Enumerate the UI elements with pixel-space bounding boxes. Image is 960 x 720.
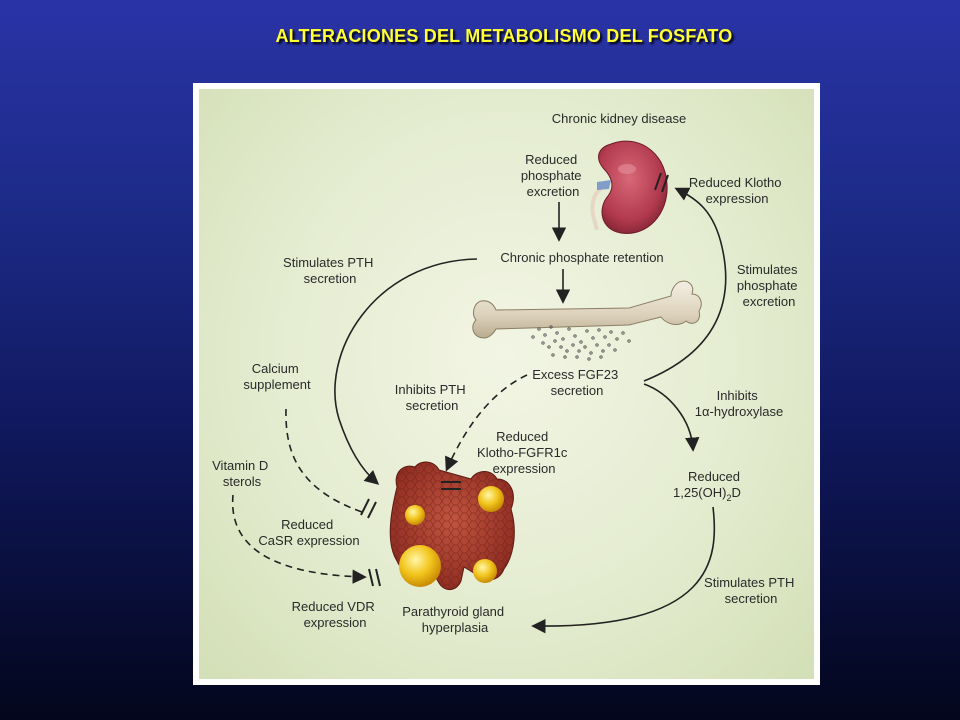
- label-inhibits-pth-secretion: Inhibits PTH secretion: [395, 382, 469, 413]
- arrow-stimulates-pth-left: [334, 258, 478, 485]
- label-reduced-klotho-expression: Reduced Klotho expression: [689, 175, 785, 206]
- slide-title: ALTERACIONES DEL METABOLISMO DEL FOSFATO: [275, 26, 733, 46]
- arrows: [231, 187, 727, 634]
- bone-resorption-speckles: [531, 325, 631, 361]
- label-excess-fgf23-secretion: Excess FGF23 secretion: [532, 367, 622, 398]
- block-mark-casr: [360, 498, 370, 516]
- label-stimulates-pth-secretion-right: Stimulates PTH secretion: [704, 575, 798, 606]
- bone-illustration: [472, 280, 702, 361]
- diagram-panel: Chronic kidney disease Reduced phosphate…: [199, 89, 814, 679]
- label-stimulates-phosphate-excretion: Stimulates phosphate excretion: [737, 262, 801, 309]
- label-125oh2d-formula: 1,25(OH)2D: [673, 485, 741, 503]
- label-stimulates-pth-secretion-left: Stimulates PTH secretion: [283, 255, 377, 286]
- block-mark-vdr: [368, 568, 374, 587]
- arrow-calcium-dashed: [285, 408, 363, 513]
- kidney-illustration: [590, 140, 668, 234]
- nodule: [478, 486, 504, 512]
- nodule: [399, 545, 441, 587]
- block-mark-klotho: [661, 174, 669, 193]
- nodule: [473, 559, 497, 583]
- label-inhibits-1a-hydroxylase: Inhibits 1α-hydroxylase: [695, 388, 783, 419]
- block-mark-casr: [367, 501, 377, 519]
- label-reduced-phosphate-excretion: Reduced phosphate excretion: [521, 152, 585, 199]
- arrow-inhibits-pth-dashed: [445, 374, 528, 472]
- parathyroid-illustration: [389, 461, 515, 590]
- label-reduced-klotho-fgfr1c: Reduced Klotho-FGFR1c expression: [477, 429, 571, 476]
- block-marks: [360, 172, 669, 587]
- label-vitamin-d-sterols: Vitamin D sterols: [212, 458, 272, 489]
- figure-frame: Chronic kidney disease Reduced phosphate…: [193, 83, 820, 685]
- block-mark-vdr: [375, 568, 381, 587]
- label-chronic-phosphate-retention: Chronic phosphate retention: [500, 250, 663, 265]
- arrow-stimulates-phosphate-excretion: [643, 187, 727, 382]
- label-calcium-supplement: Calcium supplement: [243, 361, 311, 392]
- arrow-stimulates-pth-right: [531, 506, 716, 634]
- label-reduced-125oh2d: Reduced: [688, 469, 740, 484]
- nodule: [405, 505, 425, 525]
- arrow-inhibits-1a-hydroxylase: [643, 383, 700, 452]
- block-mark-klotho: [654, 172, 662, 191]
- label-reduced-vdr-expression: Reduced VDR expression: [292, 599, 379, 630]
- arrow-vitamin-d-dashed: [231, 494, 367, 584]
- phosphate-metabolism-diagram: Chronic kidney disease Reduced phosphate…: [212, 111, 801, 635]
- label-parathyroid-hyperplasia: Parathyroid gland hyperplasia: [402, 604, 508, 635]
- label-reduced-casr-expression: Reduced CaSR expression: [258, 517, 359, 548]
- label-ckd: Chronic kidney disease: [552, 111, 686, 126]
